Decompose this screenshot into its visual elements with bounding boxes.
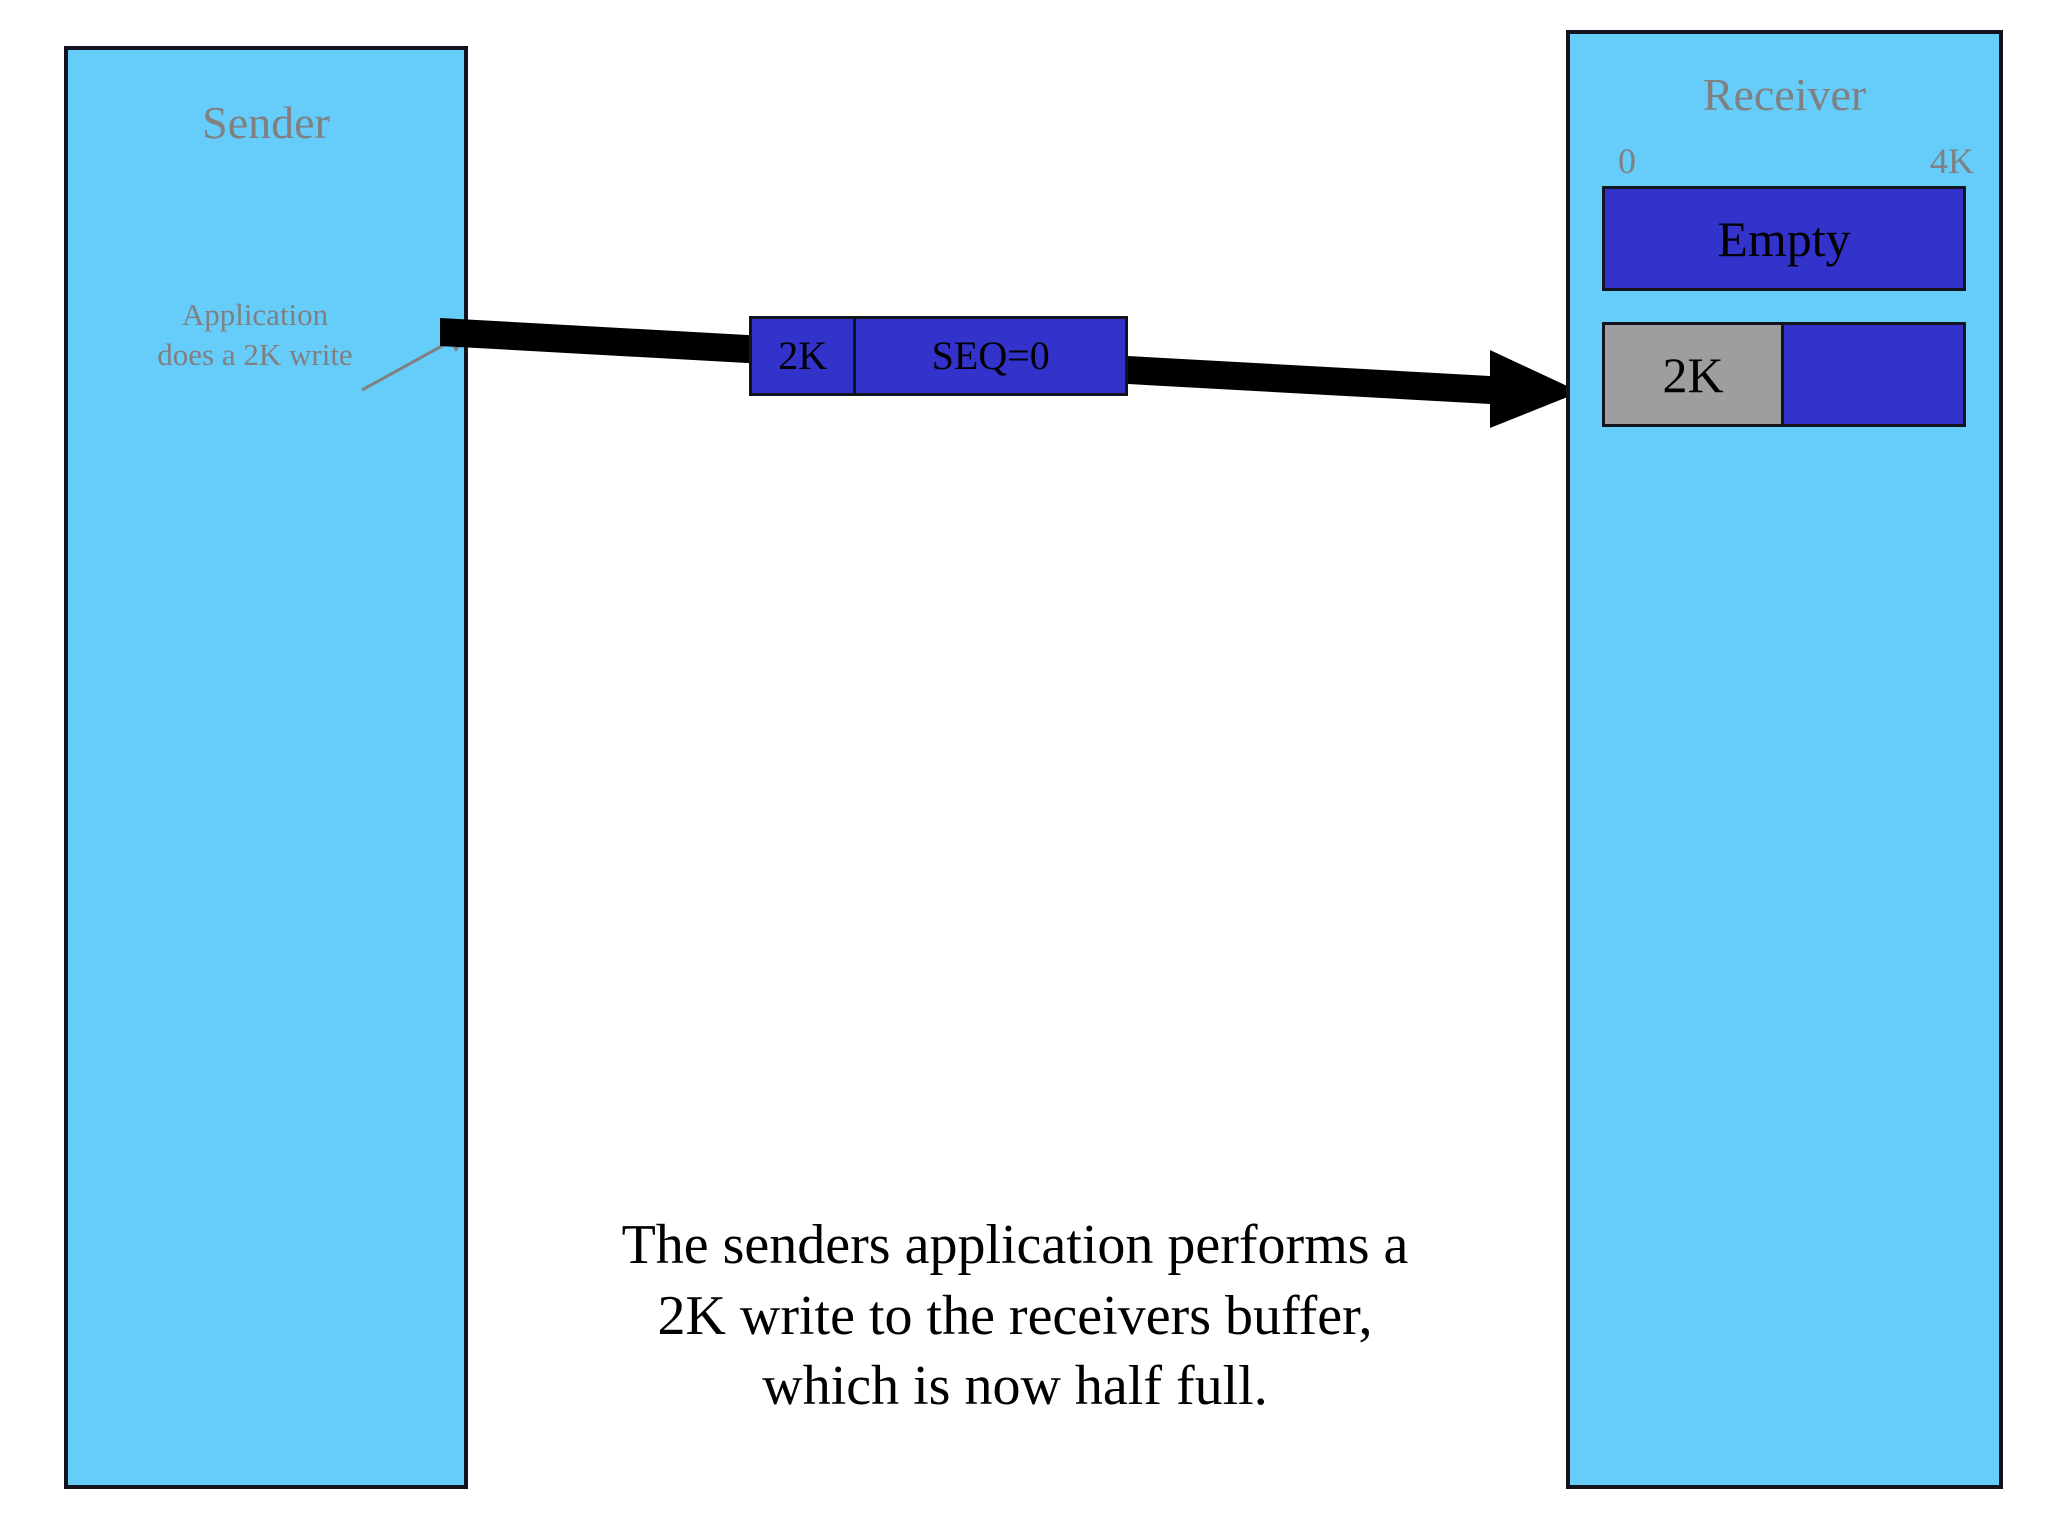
- diagram-caption: The senders application performs a 2K wr…: [480, 1210, 1550, 1422]
- annotation-line-2: does a 2K write: [157, 336, 353, 372]
- sender-host-box: Sender: [64, 46, 468, 1489]
- packet-length-cell: 2K: [752, 319, 857, 393]
- sender-title: Sender: [202, 97, 330, 148]
- buffer-empty-label: Empty: [1605, 189, 1963, 288]
- caption-line-2: 2K write to the receivers buffer,: [657, 1284, 1373, 1347]
- buffer-scale-max-label: 4K: [1930, 141, 1974, 181]
- receiver-buffer-empty: Empty: [1602, 186, 1966, 291]
- packet-segment[interactable]: 2K SEQ=0: [749, 316, 1128, 396]
- receiver-title: Receiver: [1702, 69, 1867, 120]
- buffer-free-segment: [1784, 325, 1963, 424]
- caption-line-1: The senders application performs a: [621, 1214, 1409, 1276]
- packet-seq-cell: SEQ=0: [931, 333, 1050, 378]
- receiver-buffer-half-full: 2K: [1602, 322, 1966, 427]
- annotation-line-1: Application: [181, 297, 329, 332]
- sender-application-annotation: Application does a 2K write: [120, 295, 390, 374]
- buffer-used-segment: 2K: [1605, 325, 1784, 424]
- buffer-scale-min-label: 0: [1618, 141, 1636, 181]
- caption-line-3: which is now half full.: [762, 1355, 1268, 1418]
